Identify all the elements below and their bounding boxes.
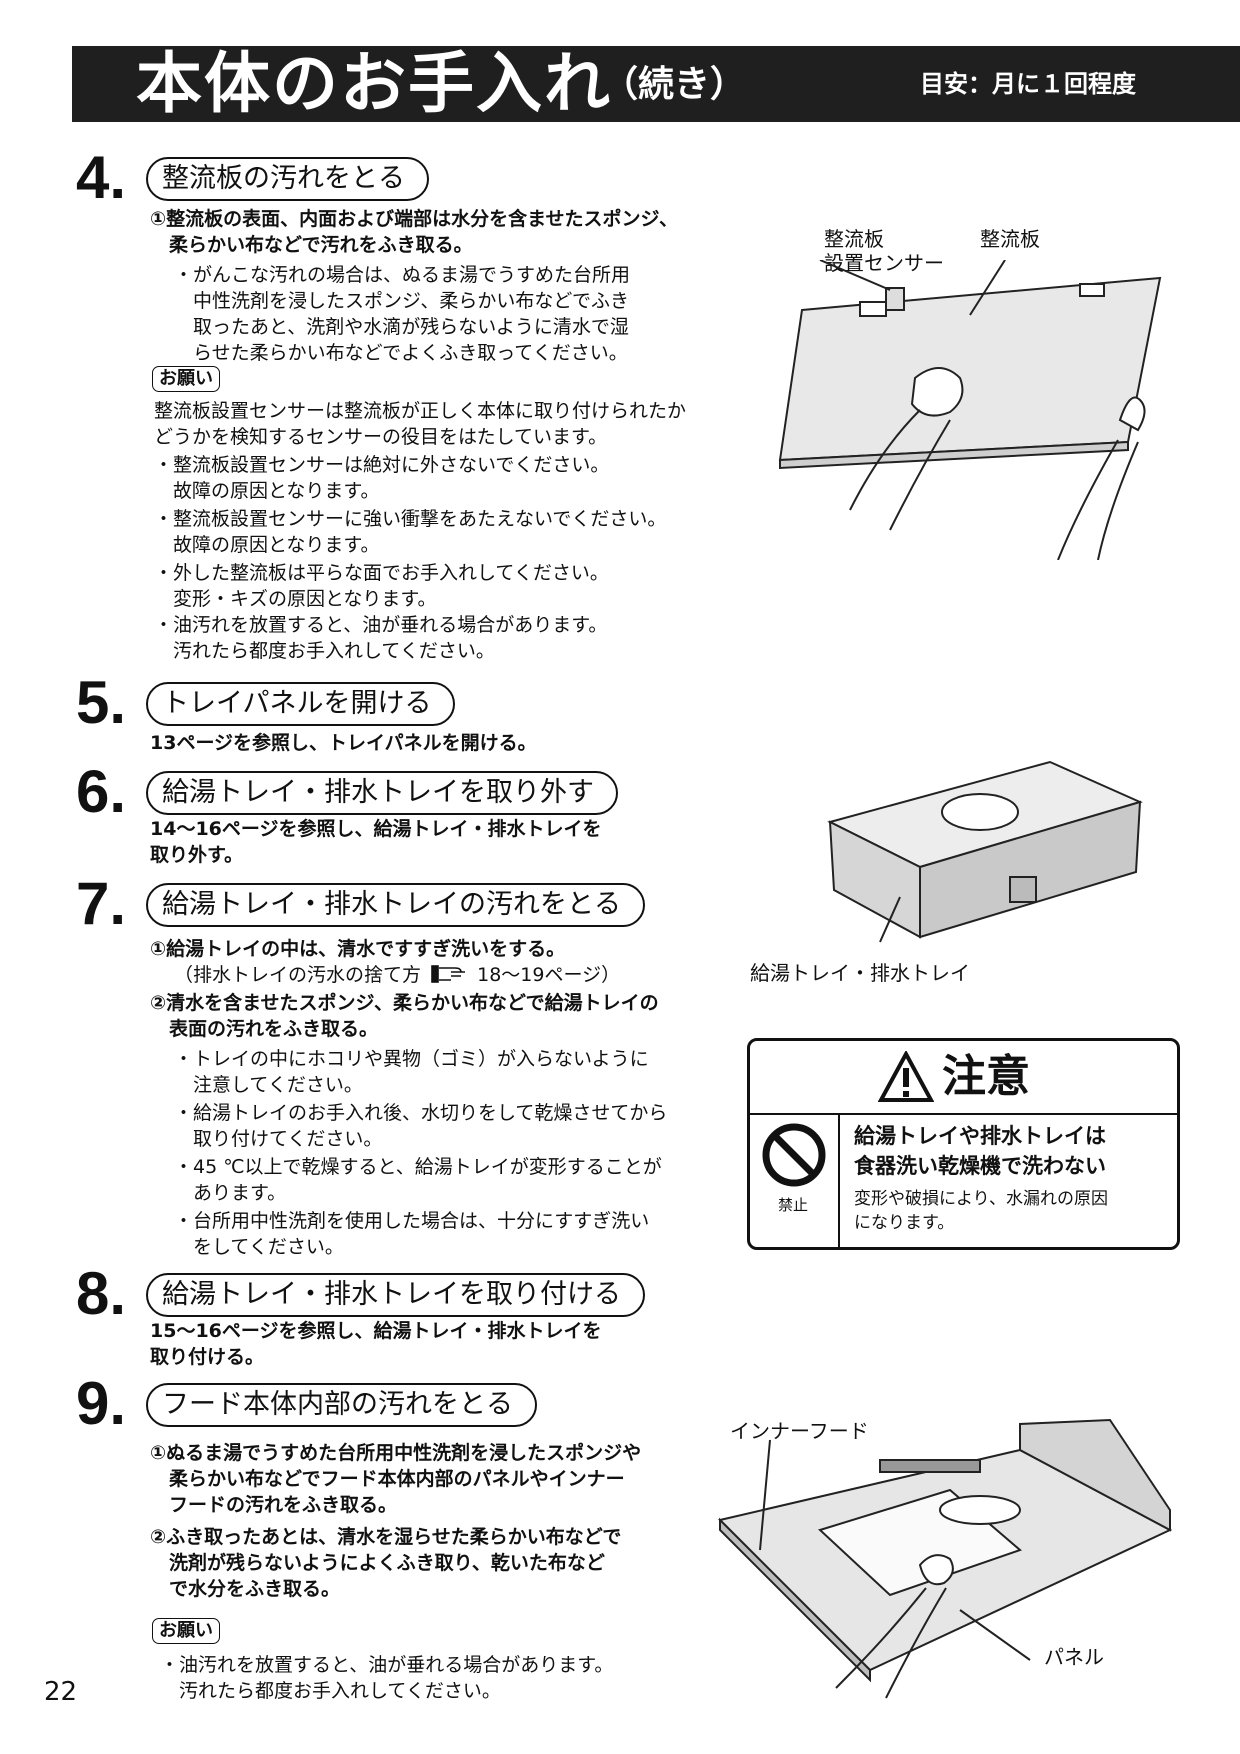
step-9-line-4: ②ふき取ったあとは、清水を湿らせた柔らかい布などで [150, 1526, 622, 1548]
step-5-title: トレイパネルを開ける [146, 682, 456, 726]
caution-box: 注意 禁止 給湯トレイや排水トレイは 食器洗い乾燥機で洗わない 変形や破損により… [747, 1038, 1180, 1250]
step-7-note-8: をしてください。 [174, 1236, 344, 1258]
step-4-request-3: ・整流板設置センサーは絶対に外さないでください。 [154, 454, 610, 476]
step-9-line-3: フードの汚れをふき取る。 [150, 1494, 398, 1516]
step-7-line-3: 表面の汚れをふき取る。 [150, 1018, 379, 1040]
step-8-number: 8. [76, 1260, 127, 1327]
caution-header: 注意 [750, 1041, 1177, 1115]
step-4-line-1: ①整流板の表面、内面および端部は水分を含ませたスポンジ、 [150, 208, 678, 230]
step-8-line-1: 15〜16ページを参照し、給湯トレイ・排水トレイを [150, 1320, 602, 1342]
step-9-number: 9. [76, 1370, 127, 1437]
step-7-note-1: ・トレイの中にホコリや異物（ゴミ）が入らないように [174, 1048, 649, 1070]
step-4-request-7: ・外した整流板は平らな面でお手入れしてください。 [154, 562, 609, 584]
step-4-request-10: 汚れたら都度お手入れしてください。 [154, 640, 495, 662]
step-4-note-1: ・がんこな汚れの場合は、ぬるま湯でうすめた台所用 [174, 264, 631, 286]
step-4-note-3: 取ったあと、洗剤や水滴が残らないように清水で湿 [174, 316, 629, 338]
step-7-line-1: ①給湯トレイの中は、清水ですすぎ洗いをする。 [150, 938, 566, 960]
step-7-title: 給湯トレイ・排水トレイの汚れをとる [146, 883, 645, 927]
caution-title: 注意 [942, 1051, 1030, 1102]
label-board: 整流板 [980, 227, 1040, 251]
step-4-request-9: ・油汚れを放置すると、油が垂れる場合があります。 [154, 614, 608, 636]
page-title: 本体のお手入れ [136, 45, 612, 122]
step-5-line: 13ページを参照し、トレイパネルを開ける。 [150, 732, 537, 754]
hood-interior-illustration [718, 1418, 1173, 1699]
step-4-line-2: 柔らかい布などで汚れをふき取る。 [150, 234, 473, 256]
step-9-line-1: ①ぬるま湯でうすめた台所用中性洗剤を浸したスポンジや [150, 1442, 642, 1464]
caution-main-2: 食器洗い乾燥機で洗わない [854, 1154, 1106, 1178]
step-6-line-1: 14〜16ページを参照し、給湯トレイ・排水トレイを [150, 818, 602, 840]
step-4-request-8: 変形・キズの原因となります。 [154, 588, 437, 610]
step-4-note-2: 中性洗剤を浸したスポンジ、柔らかい布などでふき [174, 290, 630, 312]
step-7-note-2: 注意してください。 [174, 1074, 363, 1096]
step-9-title: フード本体内部の汚れをとる [146, 1383, 537, 1427]
step-7-note-6: あります。 [174, 1182, 287, 1204]
step-9-line-5: 洗剤が残らないようによくふき取り、乾いた布など [150, 1552, 605, 1574]
step-4-request-1: 整流板設置センサーは整流板が正しく本体に取り付けられたか [154, 400, 687, 422]
caution-sub-1: 変形や破損により、水漏れの原因 [854, 1189, 1108, 1209]
step-4-request-4: 故障の原因となります。 [154, 480, 380, 502]
step-7-note-5: ・45 ℃以上で乾燥すると、給湯トレイが変形することが [174, 1156, 662, 1178]
step-7-number: 7. [76, 870, 127, 937]
step-6-line-2: 取り外す。 [150, 844, 244, 866]
tray-illustration [827, 760, 1143, 943]
pointing-hand-icon [431, 964, 467, 984]
step-4-request-5: ・整流板設置センサーに強い衝撃をあたえないでください。 [154, 508, 667, 530]
prohibit-cell: 禁止 [750, 1113, 840, 1247]
caution-main-1: 給湯トレイや排水トレイは [854, 1124, 1106, 1148]
step-7-reference-pages: 18〜19ページ） [477, 964, 621, 986]
frequency-note: 目安：月に１回程度 [920, 70, 1136, 98]
step-4-title: 整流板の汚れをとる [146, 157, 429, 201]
step-6-title: 給湯トレイ・排水トレイを取り外す [146, 771, 618, 815]
label-tray: 給湯トレイ・排水トレイ [750, 961, 970, 985]
step-7-note-4: 取り付けてください。 [174, 1128, 383, 1150]
label-sensor-1: 整流板 [824, 227, 884, 251]
step-5-number: 5. [76, 669, 127, 736]
step-7-note-3: ・給湯トレイのお手入れ後、水切りをして乾燥させてから [174, 1102, 668, 1124]
caution-sub-2: になります。 [854, 1213, 955, 1233]
page-header: 本体のお手入れ （続き） 目安：月に１回程度 [72, 46, 1240, 122]
step-4-request-6: 故障の原因となります。 [154, 534, 380, 556]
warning-triangle-icon [878, 1051, 934, 1102]
step-6-number: 6. [76, 758, 127, 825]
step-9-request-2: 汚れたら都度お手入れしてください。 [160, 1680, 501, 1702]
step-4-request-label: お願い [152, 366, 220, 392]
step-7-reference: （排水トレイの汚水の捨て方 18〜19ページ） [174, 962, 620, 988]
step-7-reference-text: （排水トレイの汚水の捨て方 [174, 964, 422, 986]
step-7-line-2: ②清水を含ませたスポンジ、柔らかい布などで給湯トレイの [150, 992, 659, 1014]
page-number: 22 [44, 1677, 78, 1707]
step-9-request-1: ・油汚れを放置すると、油が垂れる場合があります。 [160, 1654, 614, 1676]
step-9-line-6: で水分をふき取る。 [150, 1578, 341, 1600]
rectifier-board-illustration [778, 260, 1162, 560]
label-panel: パネル [1044, 1645, 1104, 1669]
step-8-title: 給湯トレイ・排水トレイを取り付ける [146, 1273, 645, 1317]
prohibit-icon [762, 1123, 826, 1187]
step-8-line-2: 取り付ける。 [150, 1346, 265, 1368]
step-9-request-label: お願い [152, 1618, 220, 1644]
step-4-note-4: らせた柔らかい布などでよくふき取ってください。 [174, 342, 628, 364]
label-inner-hood: インナーフード [730, 1419, 869, 1443]
page-title-suffix: （続き） [602, 64, 747, 105]
prohibit-label: 禁止 [778, 1196, 809, 1214]
step-9-line-2: 柔らかい布などでフード本体内部のパネルやインナー [150, 1468, 625, 1490]
step-7-note-7: ・台所用中性洗剤を使用した場合は、十分にすすぎ洗い [174, 1210, 650, 1232]
step-4-number: 4. [76, 144, 127, 211]
step-4-request-2: どうかを検知するセンサーの役目をはたしています。 [154, 426, 608, 448]
